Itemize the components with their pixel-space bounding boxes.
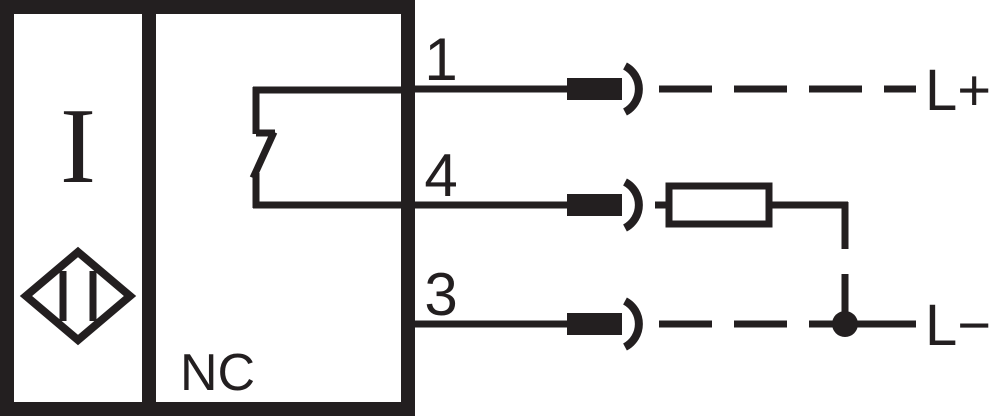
junction-dot-negative (832, 311, 858, 337)
connector-socket-3 (622, 297, 643, 351)
connector-pin-1 (567, 78, 622, 100)
diamond-outline-shape (19, 246, 137, 346)
circuit-line-terminal-4 (408, 178, 849, 326)
terminal-label-3: 3 (424, 261, 457, 328)
rail-label-positive: L+ (925, 58, 991, 123)
rail-label-negative: L− (925, 293, 991, 358)
contact-type-label: NC (180, 344, 255, 402)
switch-contact-arm (249, 130, 278, 180)
connector-pin-3 (567, 313, 622, 335)
inductive-diamond-icon (19, 246, 137, 346)
circuit-line-terminal-1 (408, 62, 916, 116)
circuit-line-terminal-3 (408, 297, 916, 351)
sensor-symbol-panel: I (19, 87, 137, 346)
symbol-letter-i: I (60, 87, 96, 206)
connector-socket-1 (622, 62, 643, 116)
connector-pin-4 (567, 194, 622, 216)
load-resistor (665, 182, 773, 228)
internal-nc-switch (249, 86, 415, 209)
terminal-label-1: 1 (424, 26, 457, 93)
terminal-label-4: 4 (424, 142, 457, 209)
connector-socket-4 (622, 178, 643, 232)
